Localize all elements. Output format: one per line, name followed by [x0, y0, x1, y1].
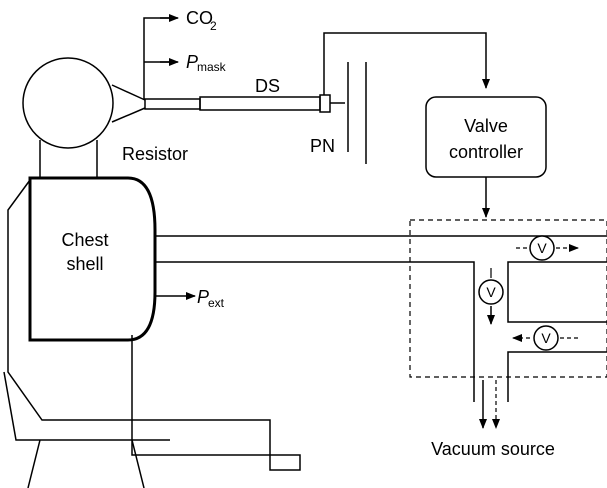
- valve1-label: V: [537, 240, 547, 256]
- resistor-body: [144, 98, 201, 110]
- valve-controller-box: [425, 96, 547, 178]
- valve2: [478, 279, 504, 305]
- signal-line: [323, 32, 490, 95]
- valve2-label: V: [486, 284, 496, 300]
- pmask-subscript: mask: [197, 60, 227, 74]
- valve-controller-label-line1: Valve: [464, 116, 508, 136]
- pipework: [155, 235, 607, 402]
- co2-subscript: 2: [210, 19, 217, 33]
- chest-shell: [28, 176, 157, 342]
- pneumotach-body: [319, 94, 331, 113]
- valve3-label: V: [541, 330, 551, 346]
- pext-label: P: [197, 287, 209, 307]
- chest-shell-label-line2: shell: [66, 254, 103, 274]
- co2-label: CO: [186, 8, 213, 28]
- valve3: [533, 325, 559, 351]
- pext-subscript: ext: [208, 296, 225, 310]
- vacuum-source-label: Vacuum source: [431, 439, 555, 459]
- neck: [39, 140, 98, 178]
- pn-label: PN: [310, 136, 335, 156]
- valve-controller-label-line2: controller: [449, 142, 523, 162]
- ds-label: DS: [255, 76, 280, 96]
- dead-space-tube: [199, 96, 321, 111]
- mask: [111, 84, 146, 123]
- resistor-label: Resistor: [122, 144, 188, 164]
- pmask-label: P: [186, 52, 198, 72]
- chair: [3, 371, 170, 488]
- chest-shell-label-line1: Chest: [61, 230, 108, 250]
- sampling-line: [143, 17, 175, 100]
- lower-pipe: [155, 261, 475, 402]
- bottom-right-pipe: [507, 351, 607, 402]
- body-outline: [7, 179, 301, 471]
- right-box-pipe: [507, 261, 607, 323]
- head: [22, 57, 114, 149]
- breathing-circuit: [111, 17, 367, 164]
- valve1: [529, 235, 555, 261]
- seated-person-figure: [3, 57, 301, 488]
